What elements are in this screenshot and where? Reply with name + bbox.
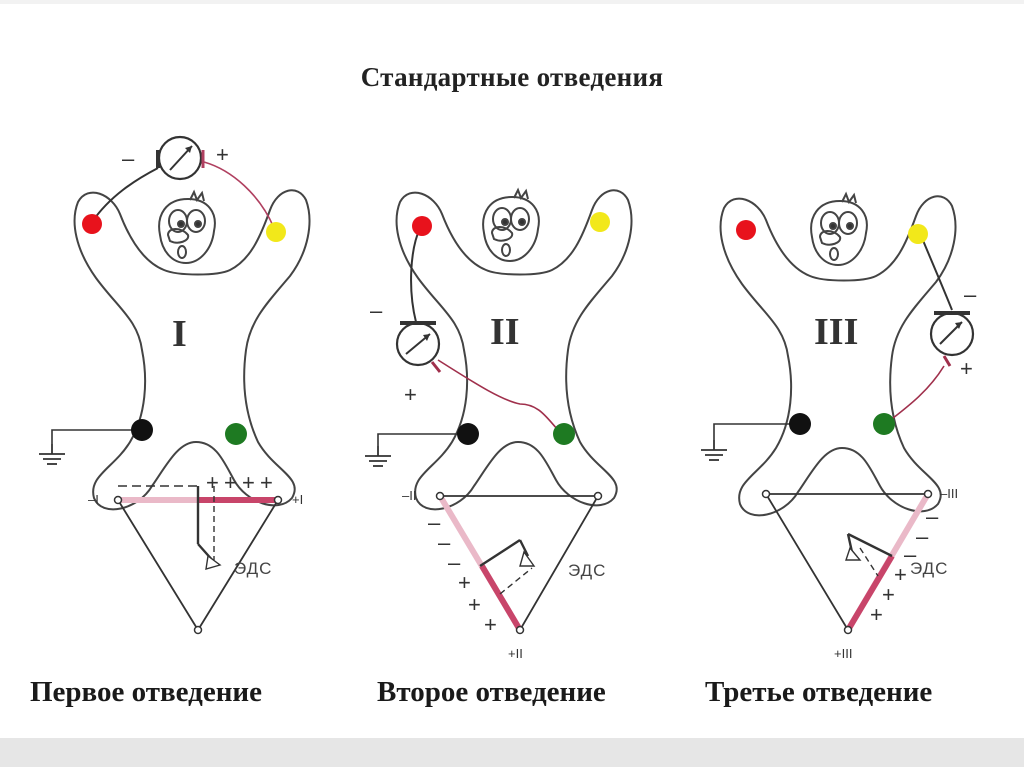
plus-sign: + <box>242 470 255 495</box>
wire-positive <box>887 365 945 423</box>
minus-sign: – <box>448 550 461 575</box>
galvanometer-icon <box>156 135 205 181</box>
lead-numeral: III <box>814 311 858 353</box>
wire-positive <box>203 161 275 229</box>
caption-lead-2: Второе отведение <box>377 676 606 708</box>
lead-numeral: I <box>172 313 187 355</box>
electrode-right-leg <box>457 423 479 445</box>
wire-negative <box>91 167 159 223</box>
galvanometer-icon <box>929 311 975 367</box>
eds-label: ЭДС <box>234 559 272 578</box>
face-icon <box>158 191 216 264</box>
caption-lead-3: Третье отведение <box>705 676 933 708</box>
figure-lead-1: I – + <box>38 135 311 511</box>
minus-sign: – <box>964 282 977 307</box>
vertex-label-positive: +III <box>834 646 852 661</box>
vertex-label-positive: +II <box>508 646 523 661</box>
minus-sign: – <box>428 510 441 535</box>
ground-icon <box>700 439 728 461</box>
galvanometer-icon <box>395 321 442 373</box>
plus-sign: + <box>404 382 417 407</box>
figure-lead-3: III – + <box>700 193 977 517</box>
caption-lead-1: Первое отведение <box>30 676 262 708</box>
plus-sign: + <box>468 592 481 617</box>
electrode-left-leg <box>553 423 575 445</box>
plus-sign: + <box>224 470 237 495</box>
eds-label: ЭДС <box>910 559 948 578</box>
minus-sign: – <box>122 146 135 171</box>
electrode-left-leg <box>873 413 895 435</box>
wire-negative <box>921 237 953 311</box>
electrode-right-arm <box>82 214 102 234</box>
ground-icon <box>364 445 392 467</box>
body-outline <box>719 195 957 517</box>
plus-sign: + <box>216 142 229 167</box>
plus-sign: + <box>484 612 497 637</box>
wire-positive <box>437 359 561 433</box>
ground-icon <box>38 443 66 465</box>
ground-wire <box>51 429 140 444</box>
face-icon <box>482 189 540 262</box>
electrode-right-leg <box>131 419 153 441</box>
ground-wire <box>377 433 462 446</box>
electrode-left-arm <box>590 212 610 232</box>
lead-axis-positive <box>845 554 895 632</box>
plus-sign: + <box>960 356 973 381</box>
minus-sign: – <box>926 504 939 529</box>
einthoven-triangle-lead-3: –III +III – – – + + + ЭДС <box>761 486 958 661</box>
einthoven-triangle-lead-1: –I +I + + + + ЭДС <box>88 470 303 635</box>
electrode-left-leg <box>225 423 247 445</box>
plus-sign: + <box>206 470 219 495</box>
einthoven-triangle-lead-2: –II +II – – – + + + ЭДС <box>402 488 606 661</box>
minus-sign: – <box>904 542 917 567</box>
ground-wire <box>713 423 794 440</box>
vertex-label-negative: –I <box>88 492 99 507</box>
electrode-left-arm <box>908 224 928 244</box>
plus-sign: + <box>894 562 907 587</box>
top-border <box>0 0 1024 4</box>
electrode-right-arm <box>412 216 432 236</box>
face-icon <box>810 193 868 266</box>
eds-label: ЭДС <box>568 561 606 580</box>
lead-numeral: II <box>490 311 520 353</box>
minus-sign: – <box>370 298 383 323</box>
lead-axis-positive <box>479 564 523 632</box>
minus-sign: – <box>916 524 929 549</box>
vertex-label-positive: +I <box>292 492 303 507</box>
plus-sign: + <box>260 470 273 495</box>
minus-sign: – <box>438 530 451 555</box>
page-title: Стандартные отведения <box>360 62 664 92</box>
plus-sign: + <box>458 570 471 595</box>
wire-negative <box>410 227 421 323</box>
figure-lead-2: II – + <box>364 189 633 511</box>
plus-sign: + <box>870 602 883 627</box>
vertex-label-negative: –III <box>940 486 958 501</box>
bottom-border <box>0 738 1024 767</box>
electrode-right-arm <box>736 220 756 240</box>
electrode-left-arm <box>266 222 286 242</box>
plus-sign: + <box>882 582 895 607</box>
vertex-label-negative: –II <box>402 488 416 503</box>
electrode-right-leg <box>789 413 811 435</box>
